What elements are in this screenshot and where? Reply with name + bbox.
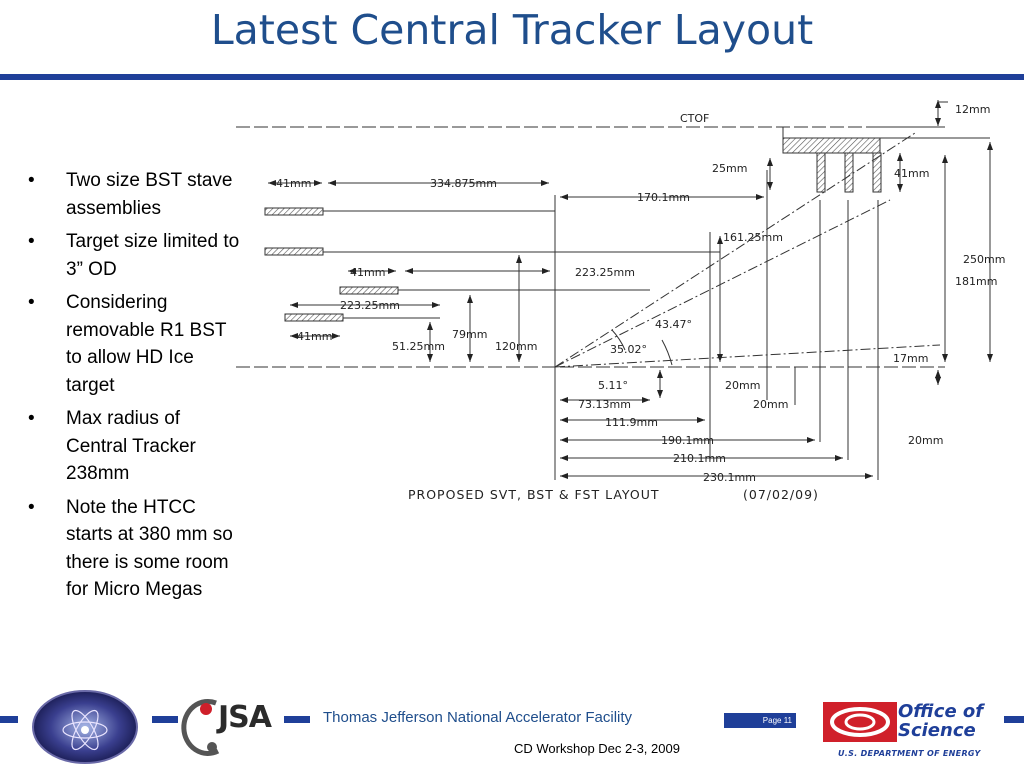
angle-label: 35.02° bbox=[610, 343, 647, 356]
bullet-item: Target size limited to 3” OD bbox=[28, 228, 243, 283]
page-number: Page 11 bbox=[724, 713, 796, 728]
bullet-item: Max radius of Central Tracker 238mm bbox=[28, 405, 243, 488]
dim-label: 41mm bbox=[297, 330, 332, 343]
dim-label: 223.25mm bbox=[340, 299, 400, 312]
drawing-date: (07/02/09) bbox=[743, 487, 819, 502]
footer-bar-right bbox=[1004, 716, 1024, 723]
bullet-item: Two size BST stave assemblies bbox=[28, 167, 243, 222]
bullet-item: Note the HTCC starts at 380 mm so there … bbox=[28, 494, 243, 604]
dim-label: 12mm bbox=[955, 103, 990, 116]
title-rule bbox=[0, 74, 1024, 80]
dim-label: 334.875mm bbox=[430, 177, 497, 190]
angle-label: 5.11° bbox=[598, 379, 628, 392]
dim-label: 41mm bbox=[276, 177, 311, 190]
jsa-logo-mark bbox=[181, 698, 220, 756]
footer-bar-mid-left bbox=[152, 716, 178, 723]
bullet-list: Two size BST stave assemblies Target siz… bbox=[28, 167, 243, 610]
dim-label: 25mm bbox=[712, 162, 747, 175]
dim-label: 17mm bbox=[893, 352, 928, 365]
jsa-logo-text: JSA bbox=[218, 700, 272, 735]
dim-label: 20mm bbox=[725, 379, 760, 392]
dim-label: 111.9mm bbox=[605, 416, 658, 429]
workshop-date: CD Workshop Dec 2-3, 2009 bbox=[514, 741, 680, 756]
dim-label: 41mm bbox=[350, 266, 385, 279]
dim-label: 161.25mm bbox=[723, 231, 783, 244]
office-of-nuclear-physics-logo bbox=[32, 690, 138, 764]
ctof-label: CTOF bbox=[680, 112, 709, 125]
doe-logo-mark bbox=[823, 702, 897, 742]
dim-label: 51.25mm bbox=[392, 340, 445, 353]
footer-lab-name: Thomas Jefferson National Accelerator Fa… bbox=[323, 709, 633, 726]
bullet-item: Considering removable R1 BST to allow HD… bbox=[28, 289, 243, 399]
dim-label: 210.1mm bbox=[673, 452, 726, 465]
dim-label: 79mm bbox=[452, 328, 487, 341]
footer-bar-mid bbox=[284, 716, 310, 723]
dim-label: 230.1mm bbox=[703, 471, 756, 484]
dim-label: 73.13mm bbox=[578, 398, 631, 411]
doe-subtitle: U.S. DEPARTMENT OF ENERGY bbox=[838, 749, 981, 758]
tracker-layout-drawing: CTOF 12mm 25mm 41mm 250mm 181mm 17mm 41m… bbox=[236, 100, 1005, 502]
dim-label: 41mm bbox=[894, 167, 929, 180]
slide-title: Latest Central Tracker Layout bbox=[210, 6, 814, 54]
angle-label: 43.47° bbox=[655, 318, 692, 331]
drawing-caption: PROPOSED SVT, BST & FST LAYOUT bbox=[408, 487, 659, 502]
dim-label: 223.25mm bbox=[575, 266, 635, 279]
dim-label: 20mm bbox=[908, 434, 943, 447]
dim-label: 170.1mm bbox=[637, 191, 690, 204]
office-of-science-title: Office of Science bbox=[898, 701, 984, 741]
dim-label: 20mm bbox=[753, 398, 788, 411]
dim-label: 181mm bbox=[955, 275, 997, 288]
dim-label: 250mm bbox=[963, 253, 1005, 266]
dim-label: 190.1mm bbox=[661, 434, 714, 447]
footer-bar-left bbox=[0, 716, 18, 723]
dim-label: 120mm bbox=[495, 340, 537, 353]
